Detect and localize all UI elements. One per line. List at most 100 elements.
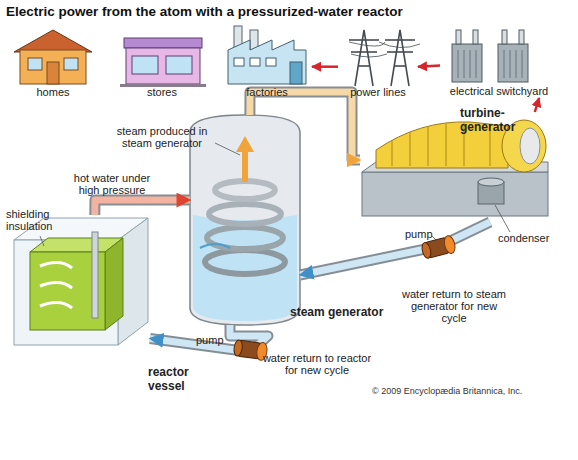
house-illustration-part bbox=[64, 58, 78, 70]
leader-line bbox=[40, 143, 510, 350]
switchyard-illustration bbox=[452, 30, 528, 82]
store-illustration-part bbox=[126, 48, 200, 84]
factory-illustration-part bbox=[234, 58, 244, 66]
arrow-line bbox=[535, 98, 539, 112]
steam-generator-illustration-part bbox=[200, 244, 230, 248]
pipe-flow bbox=[300, 222, 490, 275]
callout-label: pump bbox=[405, 228, 433, 240]
steam-generator-illustration-part bbox=[209, 204, 281, 224]
node-label: steam generator bbox=[290, 305, 383, 319]
pump-symbol-part bbox=[443, 235, 457, 255]
store-illustration bbox=[120, 38, 206, 87]
switchyard-illustration-part bbox=[452, 44, 482, 82]
callout-label: © 2009 Encyclopædia Britannica, Inc. bbox=[372, 386, 522, 397]
node-label: power lines bbox=[338, 86, 418, 98]
turbine-node: turbine-generator bbox=[360, 112, 550, 222]
pipe-flow bbox=[250, 92, 360, 160]
steam-generator-illustration-part bbox=[242, 150, 248, 182]
callout-label: shielding insulation bbox=[6, 208, 70, 232]
callout-label: steam produced in steam generator bbox=[112, 125, 212, 149]
factory-illustration-part bbox=[250, 58, 260, 66]
pipe-flow bbox=[95, 200, 190, 215]
building-node: stores bbox=[116, 26, 208, 100]
steam-generator-illustration-part bbox=[193, 215, 297, 321]
steam-generator-illustration-part bbox=[207, 227, 283, 249]
node-label: homes bbox=[8, 86, 98, 98]
house-illustration-part bbox=[20, 50, 86, 84]
switchyard-illustration-part bbox=[502, 30, 507, 44]
store-illustration-part bbox=[132, 56, 158, 74]
pipe-wall bbox=[300, 222, 490, 275]
pylon-illustration-part bbox=[358, 65, 370, 67]
building-node: factories bbox=[222, 26, 312, 100]
switchyard-illustration-part bbox=[458, 50, 522, 78]
callout-label: condenser bbox=[498, 232, 549, 244]
reactor-node: reactor vessel bbox=[12, 215, 150, 345]
pylon-illustration-part bbox=[391, 30, 409, 86]
node-label: reactor vessel bbox=[148, 365, 203, 393]
switchyard-illustration-part bbox=[473, 30, 478, 44]
power-arrow bbox=[418, 66, 440, 67]
steam-generator-illustration-part bbox=[236, 136, 254, 152]
pylon-illustration-part bbox=[385, 39, 415, 41]
turbine-illustration-part bbox=[478, 178, 504, 186]
factory-illustration-part bbox=[290, 62, 302, 84]
pump-symbol-part bbox=[233, 340, 243, 357]
pylon-illustration-part bbox=[349, 39, 379, 41]
pump-symbol-part bbox=[421, 242, 433, 259]
switchyard-node: electrical switchyard bbox=[440, 26, 558, 98]
pylon-illustration-part bbox=[394, 65, 406, 67]
pipe-connector bbox=[95, 200, 190, 215]
store-illustration-part bbox=[166, 56, 192, 74]
power-arrow bbox=[535, 98, 539, 112]
reactor-illustration-part bbox=[14, 240, 118, 345]
pipe-wall bbox=[95, 200, 190, 215]
switchyard-illustration-part bbox=[456, 30, 461, 44]
callout-label: pump bbox=[196, 334, 224, 346]
arrow-line bbox=[418, 66, 440, 67]
pipe-connector bbox=[300, 222, 490, 275]
diagram-title: Electric power from the atom with a pres… bbox=[6, 4, 403, 20]
pylon-illustration bbox=[349, 30, 420, 86]
leader-line-part bbox=[40, 236, 44, 246]
pylon-illustration-part bbox=[387, 51, 413, 53]
arrow-line bbox=[312, 65, 338, 68]
leader-line-part bbox=[215, 143, 240, 155]
turbine-illustration bbox=[362, 120, 548, 216]
pipe-wall bbox=[250, 92, 360, 160]
pipe-connector bbox=[250, 92, 360, 160]
callout-label: water return to reactor for new cycle bbox=[262, 352, 372, 376]
node-label: electrical switchyard bbox=[440, 85, 558, 97]
reactor-illustration bbox=[14, 218, 148, 345]
building-node: homes bbox=[8, 26, 98, 100]
turbine-illustration-part bbox=[520, 128, 540, 164]
node-label: turbine-generator bbox=[460, 106, 528, 134]
turbine-illustration-part bbox=[362, 172, 548, 216]
callout-label: hot water under high pressure bbox=[62, 172, 162, 196]
steam-generator-illustration-part bbox=[190, 115, 300, 325]
node-label: factories bbox=[222, 86, 312, 98]
switchyard-illustration-part bbox=[498, 44, 528, 82]
steam-generator-illustration-part bbox=[205, 250, 285, 274]
node-label: stores bbox=[116, 86, 208, 98]
house-illustration bbox=[14, 30, 92, 84]
reactor-illustration-part bbox=[92, 232, 98, 318]
house-illustration-part bbox=[14, 30, 92, 52]
pump-symbol bbox=[233, 339, 268, 361]
switchyard-illustration-part bbox=[519, 30, 524, 44]
pylon-illustration-part bbox=[351, 51, 377, 53]
factory-illustration bbox=[228, 26, 306, 84]
house-illustration-part bbox=[28, 58, 42, 70]
power-arrow bbox=[312, 66, 338, 67]
factory-illustration-part bbox=[266, 58, 276, 66]
reactor-illustration-part bbox=[105, 238, 123, 330]
vessel-node: steam generator bbox=[190, 115, 300, 325]
pylon-illustration-part bbox=[349, 42, 420, 57]
reactor-illustration-part bbox=[40, 262, 72, 308]
power-line-node: power lines bbox=[338, 26, 418, 100]
factory-illustration-part bbox=[228, 40, 306, 84]
house-illustration-part bbox=[47, 62, 59, 84]
steam-generator-illustration bbox=[190, 115, 300, 325]
store-illustration-part bbox=[124, 38, 202, 48]
